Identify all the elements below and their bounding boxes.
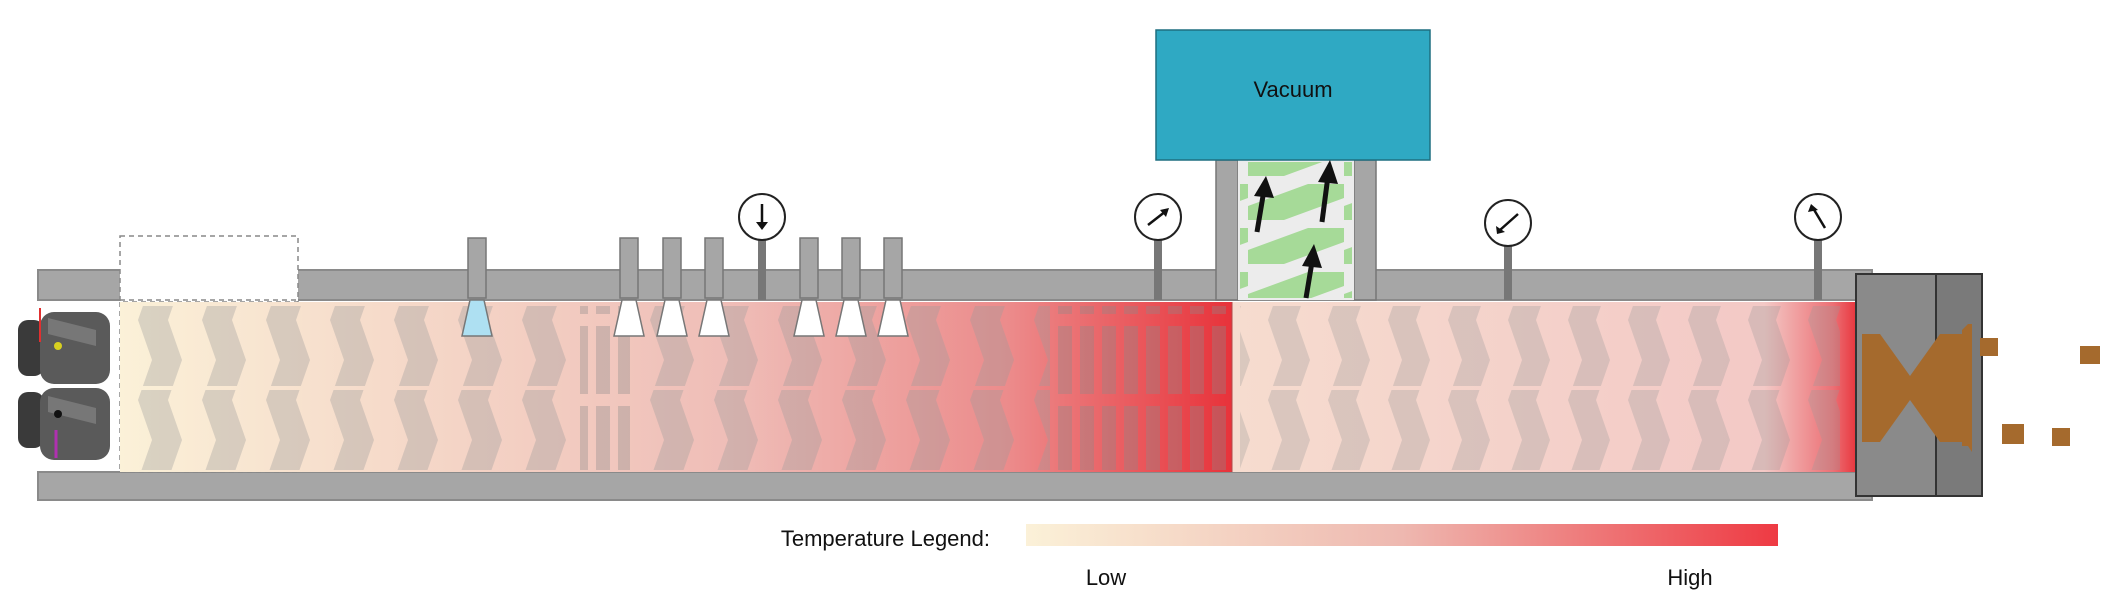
pellet (1980, 338, 1998, 356)
injector-1 (613, 237, 645, 337)
legend-low-label: Low (1086, 565, 1126, 590)
pellet (2080, 346, 2100, 364)
conveying-screw-upper (120, 306, 580, 386)
pellet (2052, 428, 2070, 446)
metering-screw-lower (1240, 390, 1840, 470)
pressure-gauge-icon (1484, 199, 1532, 300)
vacuum-label: Vacuum (1253, 77, 1332, 102)
injector-3 (698, 237, 730, 337)
pellet (2002, 424, 2024, 444)
kneading-block-2 (1050, 306, 1230, 470)
gearbox-motor-icon (18, 308, 110, 460)
legend-gradient-bar (1026, 524, 1778, 546)
water-injection-nozzle (461, 237, 493, 337)
barrel-bottom-wall (37, 471, 1873, 501)
feed-hopper-opening (119, 235, 299, 303)
pressure-gauge-icon (1794, 193, 1842, 300)
legend-title: Temperature Legend: (781, 526, 990, 551)
die-plate (1855, 273, 1983, 497)
vacuum-vent-port (1215, 159, 1377, 301)
pressure-gauge-icon (1134, 193, 1182, 300)
legend-high-label: High (1667, 565, 1712, 590)
vapor-up-arrow-icon (1318, 160, 1338, 223)
vapor-up-arrow-icon (1254, 176, 1274, 233)
injector-2 (656, 237, 688, 337)
injector-6 (877, 237, 909, 337)
vapor-up-arrow-icon (1302, 244, 1322, 299)
vacuum-box (1155, 29, 1431, 161)
injector-5 (835, 237, 867, 337)
conveying-screw-mid-lower (630, 390, 1050, 470)
barrel-top-wall (37, 269, 1873, 301)
pressure-gauge-icon (738, 193, 786, 300)
injector-4 (793, 237, 825, 337)
metering-screw-upper (1240, 306, 1840, 386)
conveying-screw-lower (120, 390, 580, 470)
